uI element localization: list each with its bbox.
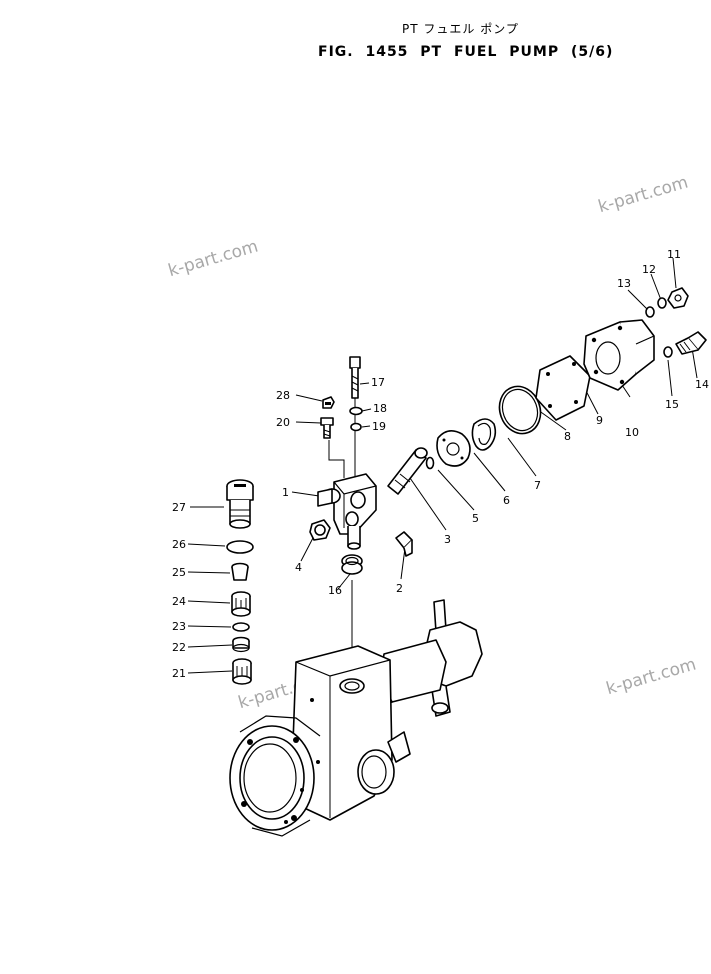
callout-24: 24: [172, 595, 186, 608]
callout-7: 7: [534, 479, 541, 492]
part-16-ring: [341, 554, 363, 575]
figure-title-japanese: PT フュエル ポンプ: [402, 22, 519, 36]
part-14-bolt: [675, 331, 707, 355]
part-12-washer: [657, 297, 667, 309]
callout-19: 19: [372, 420, 386, 433]
callout-15: 15: [665, 398, 679, 411]
callout-27: 27: [172, 501, 186, 514]
callout-3: 3: [444, 533, 451, 546]
callout-9: 9: [596, 414, 603, 427]
callout-4: 4: [295, 561, 302, 574]
part-7-gasket: [471, 418, 497, 451]
part-6-plate: [436, 430, 471, 467]
callout-numbers: 1 2 3 4 5 6 7 8 9 10 11 12 13 14 15 16 1…: [172, 248, 709, 680]
callout-23: 23: [172, 620, 186, 633]
part-24-screen: [231, 591, 251, 617]
part-11-nut: [667, 287, 689, 309]
pump-body: [229, 599, 483, 837]
part-17-bolt: [349, 356, 361, 399]
part-18-washer: [349, 406, 363, 416]
part-21-filter: [232, 658, 252, 685]
part-2-bolt: [395, 531, 413, 557]
callout-8: 8: [564, 430, 571, 443]
callout-18: 18: [373, 402, 387, 415]
part-28-plug: [322, 396, 335, 409]
part-27-valve: [226, 479, 254, 529]
part-19-washer: [350, 422, 362, 432]
leader-lines: [187, 257, 698, 674]
callout-28: 28: [276, 389, 290, 402]
callout-21: 21: [172, 667, 186, 680]
callout-16: 16: [328, 584, 342, 597]
callout-22: 22: [172, 641, 186, 654]
part-4-plug: [309, 519, 331, 541]
part-20-screw: [320, 417, 334, 439]
part-9-cover: [535, 355, 591, 421]
part-8-o-ring: [498, 385, 542, 435]
part-22-spacer: [232, 636, 250, 653]
callout-5: 5: [472, 512, 479, 525]
callout-12: 12: [642, 263, 656, 276]
part-5-o-ring: [425, 456, 435, 470]
callout-13: 13: [617, 277, 631, 290]
callout-14: 14: [695, 378, 709, 391]
callout-6: 6: [503, 494, 510, 507]
callout-20: 20: [276, 416, 290, 429]
callout-17: 17: [371, 376, 385, 389]
part-10-housing-cover: [583, 319, 655, 391]
part-1-housing: [317, 473, 377, 550]
callout-10: 10: [625, 426, 639, 439]
part-13-washer: [645, 306, 655, 318]
part-26-gasket: [226, 540, 254, 554]
callout-11: 11: [667, 248, 681, 261]
part-25-spring-seat: [231, 562, 249, 581]
part-3-shaft: [387, 447, 428, 495]
callout-25: 25: [172, 566, 186, 579]
callout-2: 2: [396, 582, 403, 595]
part-15-washer: [663, 346, 673, 358]
callout-1: 1: [282, 486, 289, 499]
callout-26: 26: [172, 538, 186, 551]
figure-title: FIG. 1455 PT FUEL PUMP (5/6): [318, 44, 614, 60]
part-23-o-ring: [232, 622, 250, 632]
